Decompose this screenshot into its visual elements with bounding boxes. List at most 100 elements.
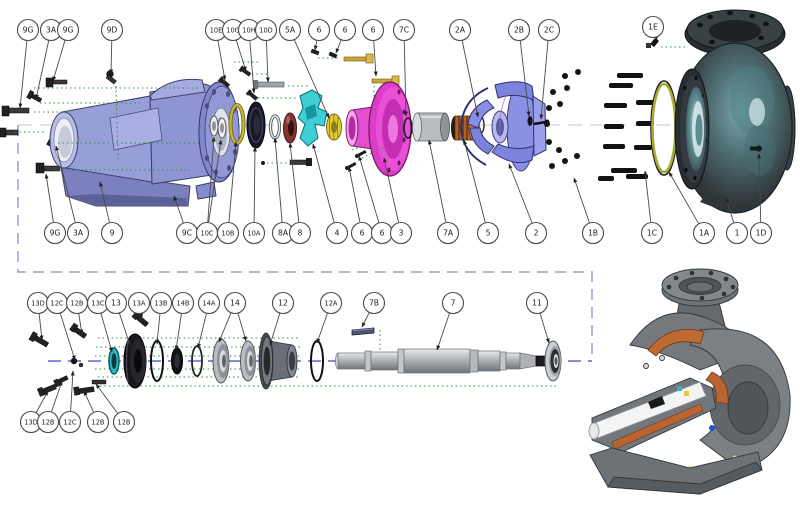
balloon-label: 1B — [588, 229, 598, 238]
balloon-circle — [537, 18, 561, 42]
part-bearing-11 — [544, 340, 562, 382]
balloon-circle — [389, 221, 413, 245]
balloon-circle — [507, 18, 531, 42]
balloon-9G-17[interactable]: 9G — [43, 173, 67, 245]
leader-line — [35, 390, 49, 413]
balloon-label: 5A — [285, 26, 296, 35]
top-exploded-view — [0, 9, 796, 214]
balloon-6-10[interactable]: 6 — [333, 18, 357, 54]
balloon-13D-53[interactable]: 13D — [19, 390, 49, 434]
balloon-9C-20[interactable]: 9C — [173, 195, 199, 245]
balloon-10E-4[interactable]: 10E — [204, 18, 228, 81]
balloon-circle — [66, 221, 90, 245]
leader-line — [59, 313, 76, 361]
balloon-label: 6 — [371, 26, 376, 35]
leader-line — [539, 313, 550, 344]
balloon-6-11[interactable]: 6 — [361, 18, 385, 77]
balloon-12B-56[interactable]: 12B — [83, 390, 110, 434]
leader-line — [139, 313, 144, 319]
balloon-11-52[interactable]: 11 — [525, 291, 550, 344]
balloon-label: 12B — [42, 418, 55, 426]
balloon-10C-21[interactable]: 10C — [195, 136, 223, 245]
balloon-10H-6[interactable]: 10H — [237, 18, 261, 94]
balloon-2C-15[interactable]: 2C — [537, 18, 561, 120]
leader-line — [383, 157, 400, 223]
balloon-circle — [725, 221, 749, 245]
balloon-1C-34[interactable]: 1C — [640, 170, 664, 245]
part-gland-4 — [297, 89, 328, 147]
balloon-10A-23[interactable]: 10A — [242, 146, 266, 245]
balloon-2-32[interactable]: 2 — [508, 163, 548, 245]
leader-line — [373, 40, 378, 77]
balloon-3A-18[interactable]: 3A — [55, 145, 90, 245]
balloon-7B-50[interactable]: 7B — [361, 291, 386, 328]
balloon-13A-43[interactable]: 13A — [127, 291, 151, 319]
balloon-label: 7C — [399, 26, 409, 35]
balloon-circle — [254, 18, 278, 42]
part-washers-10c — [209, 115, 227, 139]
balloon-7-51[interactable]: 7 — [436, 291, 465, 351]
balloon-12-48[interactable]: 12 — [269, 291, 295, 346]
leader-line — [174, 313, 182, 351]
balloon-circle — [524, 221, 548, 245]
balloon-circle — [100, 18, 124, 42]
leader-line — [55, 145, 76, 223]
balloon-label: 13B — [155, 299, 168, 307]
balloon-2A-13[interactable]: 2A — [448, 18, 480, 118]
balloon-13B-44[interactable]: 13B — [149, 291, 173, 345]
balloon-circle — [171, 291, 195, 315]
part-sleeve-7a — [412, 112, 450, 142]
balloon-13C-41[interactable]: 13C — [86, 291, 113, 353]
balloon-12B-54[interactable]: 12B — [36, 380, 63, 434]
balloon-1E-16[interactable]: 1E — [641, 15, 665, 41]
balloon-6-27[interactable]: 6 — [347, 166, 374, 245]
balloon-6-9[interactable]: 6 — [307, 18, 331, 51]
balloon-5-31[interactable]: 5 — [463, 139, 500, 245]
leader-line — [252, 146, 257, 223]
balloon-circle — [441, 291, 465, 315]
balloon-5A-8[interactable]: 5A — [278, 18, 330, 119]
balloon-13D-38[interactable]: 13D — [26, 291, 50, 341]
balloon-8-25[interactable]: 8 — [288, 142, 312, 245]
balloon-2B-14[interactable]: 2B — [507, 18, 531, 117]
balloon-1D-37[interactable]: 1D — [749, 153, 773, 245]
balloon-circle — [242, 221, 266, 245]
balloon-9-19[interactable]: 9 — [99, 181, 124, 245]
balloon-label: 12 — [278, 299, 288, 308]
balloon-circle — [392, 18, 416, 42]
leader-line — [70, 370, 75, 412]
balloon-label: 6 — [343, 26, 348, 35]
balloon-13-42[interactable]: 13 — [104, 291, 132, 349]
leader-line — [288, 142, 300, 223]
balloon-12C-55[interactable]: 12C — [58, 370, 82, 434]
balloon-label: 7B — [369, 299, 379, 308]
balloon-9G-2[interactable]: 9G — [52, 18, 80, 82]
leader-line — [218, 313, 232, 343]
balloon-3A-1[interactable]: 3A — [35, 18, 63, 100]
balloon-1-36[interactable]: 1 — [725, 197, 749, 245]
balloon-9D-3[interactable]: 9D — [100, 18, 124, 75]
balloon-7C-12[interactable]: 7C — [392, 18, 416, 117]
balloon-3-29[interactable]: 3 — [383, 157, 413, 245]
balloon-label: 12B — [92, 418, 105, 426]
balloon-10B-22[interactable]: 10B — [216, 141, 240, 245]
balloon-9G-0[interactable]: 9G — [16, 18, 40, 109]
balloon-circle — [104, 291, 128, 315]
balloon-label: 1C — [647, 229, 657, 238]
balloon-10D-7[interactable]: 10D — [254, 18, 278, 83]
balloon-14B-45[interactable]: 14B — [171, 291, 195, 351]
balloon-4-26[interactable]: 4 — [312, 143, 349, 245]
balloon-1A-35[interactable]: 1A — [668, 171, 716, 245]
balloon-7A-30[interactable]: 7A — [427, 139, 460, 245]
balloon-14-47[interactable]: 14 — [218, 291, 247, 343]
balloon-circle — [271, 291, 295, 315]
balloon-12B-57[interactable]: 12B — [95, 383, 136, 434]
balloon-14A-46[interactable]: 14A — [197, 291, 221, 349]
balloon-circle — [223, 291, 247, 315]
balloon-12A-49[interactable]: 12A — [316, 291, 343, 344]
balloon-circle — [307, 18, 331, 42]
leader-line — [508, 163, 533, 223]
balloon-1B-33[interactable]: 1B — [573, 177, 605, 245]
part-seal-14b — [171, 347, 183, 375]
leader-line — [35, 40, 50, 100]
